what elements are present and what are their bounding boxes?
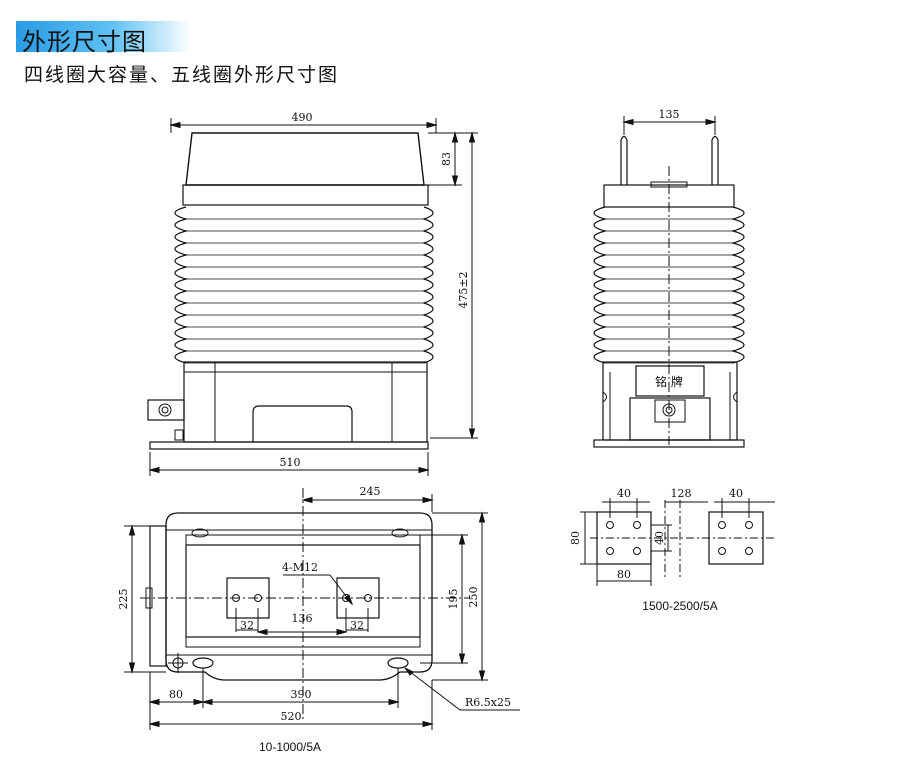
caption-1500-2500: 1500-2500/5A xyxy=(642,599,717,613)
dim-225: 225 xyxy=(117,589,130,610)
front-view xyxy=(147,118,478,476)
dim-80-vertical: 80 xyxy=(569,531,582,545)
page-title: 外形尺寸图 xyxy=(22,28,147,56)
dim-475: 475±2 xyxy=(457,271,470,308)
dim-83: 83 xyxy=(440,152,453,166)
dim-80: 80 xyxy=(169,688,183,701)
caption-10-1000: 10-1000/5A xyxy=(259,740,321,754)
skirt-edge xyxy=(174,206,189,364)
page-subtitle: 四线圈大容量、五线圈外形尺寸图 xyxy=(24,64,340,86)
dim-32-right: 32 xyxy=(350,619,364,632)
dim-4-m12: 4-M12 xyxy=(282,561,318,574)
dim-245: 245 xyxy=(360,485,381,498)
title-band xyxy=(16,21,191,52)
side-view xyxy=(593,116,745,448)
dim-250: 250 xyxy=(467,587,480,608)
front-insulator-skirts xyxy=(174,206,434,364)
top-view xyxy=(124,488,520,730)
skirt-edge xyxy=(422,206,434,364)
side-insulator-skirts xyxy=(593,206,745,364)
dim-195: 195 xyxy=(447,589,460,610)
dim-128: 128 xyxy=(671,487,692,500)
terminal-detail xyxy=(580,498,775,586)
dim-520: 520 xyxy=(281,710,302,723)
dim-510: 510 xyxy=(280,456,301,469)
dim-490: 490 xyxy=(292,111,313,124)
dim-40-right: 40 xyxy=(729,487,743,500)
dim-32-left: 32 xyxy=(240,619,254,632)
nameplate-label: 铭 牌 xyxy=(655,374,683,389)
dim-radius: R6.5x25 xyxy=(465,696,511,709)
dim-40-left: 40 xyxy=(617,487,631,500)
skirt-edge xyxy=(730,206,745,364)
dim-390: 390 xyxy=(291,688,312,701)
dim-135: 135 xyxy=(659,108,680,121)
skirt-edge xyxy=(593,206,608,364)
dim-40-vertical: 40 xyxy=(653,531,666,545)
dim-80-horizontal: 80 xyxy=(617,568,631,581)
dim-136: 136 xyxy=(292,612,313,625)
